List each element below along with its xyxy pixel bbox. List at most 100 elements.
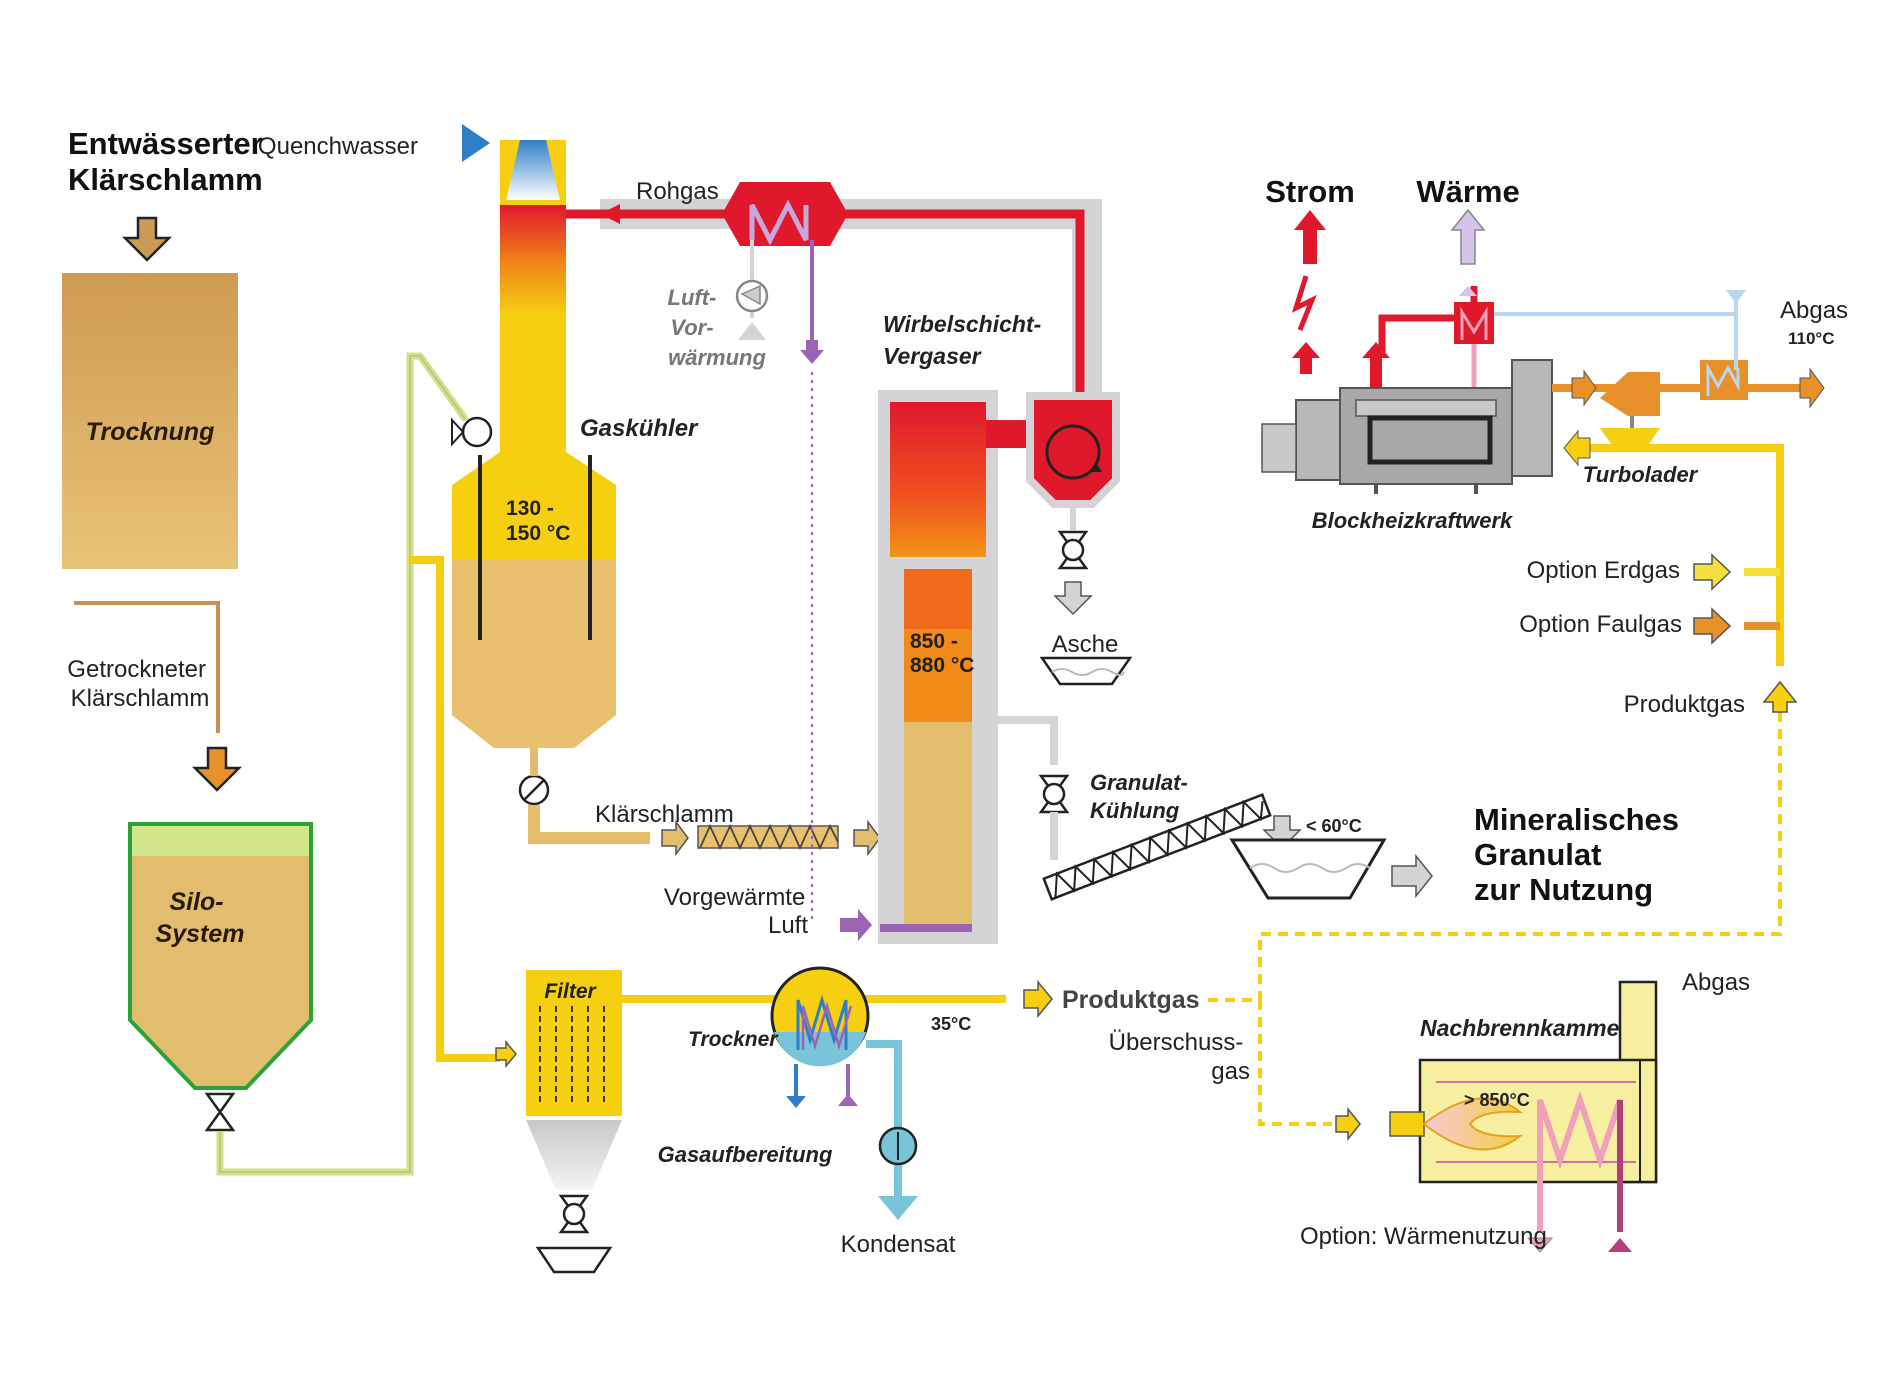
power-label: Strom [1265, 174, 1355, 209]
gasifier-label: Wirbelschicht- Vergaser [883, 311, 1048, 369]
cooling-water-in-arrow-icon [838, 1094, 858, 1106]
heat-label: Wärme [1416, 174, 1519, 209]
gas-cooler-section: Quenchwasser 130 - 150 °C Gaskühler Klär… [258, 124, 881, 857]
gas-cooler-label: Gaskühler [580, 415, 699, 442]
exhaust-top-label: Abgas 110°C [1780, 297, 1855, 348]
ash-valve-icon [1057, 530, 1089, 570]
sludge-screw-conveyor [697, 823, 839, 851]
ash-down-arrow-icon [1053, 581, 1093, 616]
silo-label: Silo- System [156, 888, 245, 948]
dried-sludge-label: Getrockneter Klärschlamm [67, 656, 212, 712]
product-gas-dashed-line [1208, 700, 1782, 1002]
dried-sludge-down-arrow-icon [191, 746, 243, 792]
heat-out-arrow-icon [1526, 1237, 1554, 1253]
screw-to-gasifier-arrow-icon [853, 819, 881, 857]
ash-container [1039, 656, 1133, 686]
drying-label: Trocknung [86, 418, 215, 446]
gasifier-lower-bed [904, 722, 972, 928]
granulate-section: Granulat- Kühlung < 60°C Mineralisches G… [998, 716, 1688, 907]
cyclone-swirl-icon [1045, 424, 1101, 480]
preheated-air-down-arrow-icon [800, 350, 824, 364]
gas-treatment-label: Gasaufbereitung [658, 1142, 833, 1167]
lightning-icon [1291, 275, 1317, 331]
chp-engine [1261, 359, 1553, 494]
product-gas-up-arrow-icon [1762, 680, 1798, 713]
silo-valve-icon [204, 1092, 236, 1132]
granulate-container [1229, 838, 1387, 900]
quench-water-arrow-icon [462, 124, 490, 162]
gasifier-freeboard [890, 402, 986, 557]
air-fan-icon [735, 279, 769, 340]
sludge-feed-arrow-icon [661, 819, 689, 857]
turbocharger-label: Turbolader [1583, 462, 1699, 487]
raw-gas-arrow-icon [600, 204, 620, 224]
power-up-arrow-icon [1294, 210, 1326, 264]
granulate-screw-conveyor [1042, 793, 1272, 901]
gas-into-chp-arrow-icon [1563, 429, 1591, 467]
gas-temp-out: 35°C [931, 1014, 971, 1034]
quench-water-label: Quenchwasser [258, 133, 418, 160]
condensate-pump-icon [878, 1126, 918, 1166]
heat-use-option-label: Option: Wärmenutzung [1300, 1223, 1547, 1250]
granulate-valve-icon [1038, 774, 1070, 814]
exhaust-line [1494, 300, 1738, 316]
filter-inlet-arrow-icon [495, 1039, 517, 1069]
heat-in-arrow-icon [1608, 1238, 1632, 1252]
afterburner-section: Nachbrennkammer Abgas > 850°C Option: Wä… [1300, 969, 1750, 1253]
filter-dust-container [535, 1246, 613, 1274]
afterburner-arrow-icon [1335, 1106, 1361, 1142]
cyclone [1026, 392, 1120, 508]
exhaust-bottom-label: Abgas [1682, 969, 1750, 996]
filter-valve-icon [558, 1194, 590, 1234]
turbocharger [1600, 372, 1660, 416]
silo-top-layer [132, 826, 309, 856]
product-gas-label: Produktgas [1062, 986, 1200, 1014]
chp-section: Strom Wärme Blockheizkraftwerk [1261, 174, 1855, 718]
cooling-water-out-arrow-icon [786, 1096, 806, 1108]
exhaust-vent-icon [1726, 290, 1746, 304]
mineral-granulate-label: Mineralisches Granulat zur Nutzung [1474, 802, 1688, 907]
heat-up-arrow-icon [1450, 208, 1486, 265]
granulate-temp: < 60°C [1306, 816, 1362, 836]
silo [128, 822, 313, 1090]
quench-spray [506, 140, 560, 200]
surplus-gas-label: Überschuss- gas [1109, 1029, 1250, 1085]
filter [526, 970, 622, 1116]
gas-cooler-bottom-valve-icon [518, 774, 550, 806]
gasifier-temp: 850 - 880 °C [910, 630, 974, 677]
filter-label: Filter [544, 980, 597, 1003]
afterburner-label: Nachbrennkammer [1420, 1015, 1629, 1041]
product-gas-arrow-icon [1023, 979, 1053, 1019]
afterburner-temp: > 850°C [1464, 1090, 1530, 1110]
gas-cooler-liquid [452, 560, 616, 748]
condensate-line [866, 1040, 902, 1200]
drying-unit [62, 273, 238, 569]
flame-icon [1422, 1097, 1524, 1151]
drying-section: Entwässerter Klärschlamm Trocknung Getro… [62, 126, 469, 1176]
gasifier-section: Wirbelschicht- Vergaser 850 - 880 °C Asc… [664, 311, 1133, 944]
sludge-down-arrow-icon [121, 216, 173, 262]
chp-heat-exchanger [1454, 302, 1494, 344]
product-gas-to-chp-line [1566, 444, 1784, 666]
surplus-gas-dashed-line [1258, 1000, 1332, 1126]
gas-treatment-section: Filter Trockner Kondensat Gasaufbereitun… [410, 556, 1782, 1274]
natural-gas-arrow-icon [1693, 553, 1732, 591]
sewage-sludge-feed-label: Klärschlamm [595, 801, 734, 828]
option-digester-gas-label: Option Faulgas [1519, 611, 1682, 638]
raw-gas-label: Rohgas [636, 178, 719, 205]
chp-plant-label: Blockheizkraftwerk [1312, 508, 1514, 533]
dried-sludge-line [74, 601, 220, 733]
filter-hopper [526, 1120, 622, 1190]
product-gas-right-label: Produktgas [1624, 691, 1745, 718]
exhaust-air-arrow-icon [1571, 369, 1597, 407]
gas-cooler-hot-zone [500, 205, 566, 315]
exhaust-out-arrow-icon [1799, 367, 1825, 409]
gas-cooler-temp: 130 - 150 °C [506, 497, 570, 545]
option-natural-gas-label: Option Erdgas [1527, 557, 1680, 584]
ash-label: Asche [1052, 631, 1119, 658]
input-sludge-label: Entwässerter Klärschlamm [68, 126, 271, 197]
granulate-cooling-label: Granulat- Kühlung [1090, 770, 1194, 823]
granulate-out-arrow-icon [1391, 853, 1433, 899]
digester-gas-arrow-icon [1693, 607, 1732, 645]
